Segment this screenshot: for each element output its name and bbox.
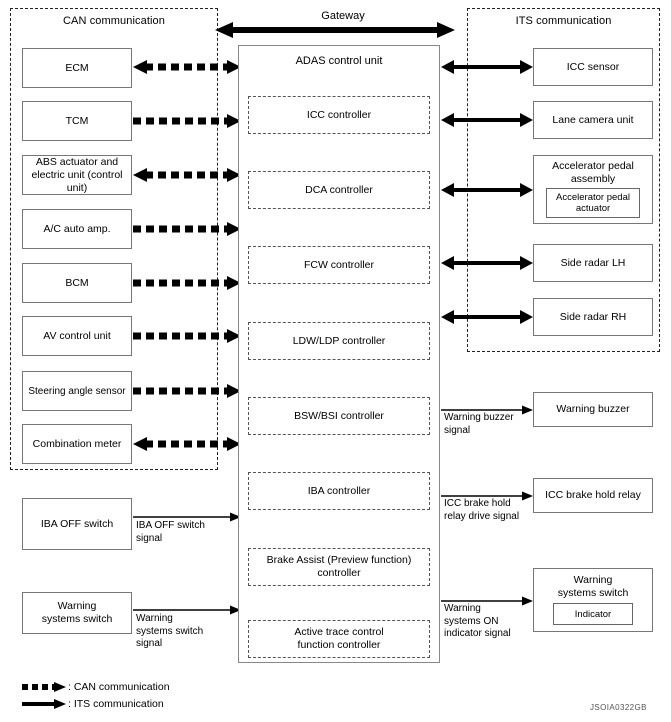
can-to-adas-arrow — [133, 329, 241, 343]
can-unit-box[interactable]: TCM — [22, 101, 132, 141]
output-unit-label: Warning buzzer — [556, 403, 630, 415]
can-communication-group: CAN communication — [10, 8, 218, 470]
adas-controller-label: BSW/BSI controller — [294, 409, 384, 422]
can-to-adas-arrow — [133, 384, 241, 398]
can-unit-box[interactable]: ECM — [22, 48, 132, 88]
can-unit-box[interactable]: Combination meter — [22, 424, 132, 464]
adas-controller-label: Active trace control function controller — [294, 626, 384, 651]
output-unit-label: Warning systems switch — [557, 574, 629, 599]
can-unit-box[interactable]: Steering angle sensor — [22, 371, 132, 411]
warning-buzzer-signal-arrow — [441, 405, 533, 415]
can-unit-box[interactable]: A/C auto amp. — [22, 209, 132, 249]
can-unit-label: ECM — [65, 61, 89, 74]
output-unit-box[interactable]: Warning systems switch Indicator — [533, 568, 653, 632]
adas-control-unit-title: ADAS control unit — [295, 55, 383, 67]
adas-controller-block[interactable]: LDW/LDP controller — [248, 322, 430, 360]
adas-controller-label: FCW controller — [303, 258, 374, 271]
iba-off-switch-signal-arrow — [133, 512, 241, 522]
legend-label-can: : CAN communication — [68, 680, 170, 693]
adas-controller-block[interactable]: Active trace control function controller — [248, 620, 430, 658]
its-bidirectional-arrow — [441, 113, 533, 127]
can-bidirectional-arrow — [133, 60, 241, 74]
its-unit-label: Side radar LH — [560, 256, 626, 269]
adas-controller-label: IBA controller — [307, 484, 371, 497]
can-to-adas-arrow — [133, 114, 241, 128]
switch-signal-label: IBA OFF switch signal — [136, 520, 205, 544]
its-unit-box[interactable]: Accelerator pedal assembly Accelerator p… — [533, 155, 653, 224]
its-bidirectional-arrow — [441, 183, 533, 197]
its-communication-group-title: ITS communication — [515, 15, 612, 27]
output-signal-label: Warning buzzer signal — [444, 412, 514, 436]
its-unit-label: Lane camera unit — [552, 113, 634, 126]
icc-brake-hold-relay-drive-signal-arrow — [441, 491, 533, 501]
switch-signal-label: Warning systems switch signal — [136, 613, 204, 649]
adas-controller-label: ICC controller — [306, 108, 372, 121]
its-unit-box[interactable]: Side radar LH — [533, 244, 653, 282]
can-unit-label: TCM — [65, 114, 89, 127]
output-unit-box[interactable]: ICC brake hold relay — [533, 478, 653, 513]
indicator-label: Indicator — [574, 608, 612, 620]
legend-item-its: : ITS communication — [22, 697, 322, 711]
can-unit-box[interactable]: BCM — [22, 263, 132, 303]
indicator-box[interactable]: Indicator — [553, 603, 633, 625]
can-unit-label: Combination meter — [32, 437, 122, 450]
can-unit-label: Steering angle sensor — [28, 385, 126, 397]
adas-controller-block[interactable]: DCA controller — [248, 171, 430, 209]
legend-label-its: : ITS communication — [68, 697, 164, 710]
its-bidirectional-arrow — [441, 256, 533, 270]
its-unit-box[interactable]: Side radar RH — [533, 298, 653, 336]
can-to-adas-arrow — [133, 222, 241, 236]
can-unit-box[interactable]: AV control unit — [22, 316, 132, 356]
its-communication-group: ITS communication — [467, 8, 660, 352]
switch-unit-label: IBA OFF switch — [40, 517, 114, 530]
adas-controller-label: LDW/LDP controller — [292, 334, 386, 347]
can-unit-label: AV control unit — [43, 329, 111, 342]
output-unit-box[interactable]: Warning buzzer — [533, 392, 653, 427]
can-unit-label: ABS actuator and electric unit (control … — [31, 155, 123, 194]
its-unit-label: ICC sensor — [566, 60, 620, 73]
warning-systems-switch-signal-arrow — [133, 605, 241, 615]
can-to-adas-arrow — [133, 276, 241, 290]
adas-controller-block[interactable]: FCW controller — [248, 246, 430, 284]
can-bidirectional-arrow — [133, 168, 241, 182]
adas-controller-block[interactable]: Brake Assist (Preview function) controll… — [248, 548, 430, 586]
gateway-bidirectional-arrow — [215, 22, 455, 38]
can-unit-label: BCM — [65, 276, 89, 289]
legend: : CAN communication : ITS communication — [22, 680, 322, 711]
can-unit-label: A/C auto amp. — [43, 222, 111, 235]
can-bidirectional-arrow — [133, 437, 241, 451]
switch-unit-box[interactable]: IBA OFF switch — [22, 498, 132, 550]
its-unit-label: Accelerator pedal assembly — [552, 160, 634, 185]
its-unit-box[interactable]: ICC sensor — [533, 48, 653, 86]
output-unit-label: ICC brake hold relay — [545, 489, 641, 501]
accelerator-pedal-actuator-label: Accelerator pedal actuator — [556, 192, 630, 214]
can-dashed-arrow-icon — [22, 682, 66, 692]
legend-item-can: : CAN communication — [22, 680, 322, 694]
adas-controller-block[interactable]: BSW/BSI controller — [248, 397, 430, 435]
image-id-label: JSOIA0322GB — [590, 703, 647, 712]
adas-controller-block[interactable]: ICC controller — [248, 96, 430, 134]
output-signal-label: ICC brake hold relay drive signal — [444, 498, 520, 522]
accelerator-pedal-actuator-box[interactable]: Accelerator pedal actuator — [546, 188, 640, 218]
can-unit-box[interactable]: ABS actuator and electric unit (control … — [22, 155, 132, 195]
warning-systems-on-indicator-signal-arrow — [441, 596, 533, 606]
switch-unit-label: Warning systems switch — [41, 600, 113, 625]
its-solid-arrow-icon — [22, 699, 66, 709]
output-signal-label: Warning systems ON indicator signal — [444, 603, 511, 639]
can-communication-group-title: CAN communication — [63, 15, 165, 27]
adas-controller-block[interactable]: IBA controller — [248, 472, 430, 510]
adas-controller-label: Brake Assist (Preview function) controll… — [266, 554, 412, 579]
adas-controller-label: DCA controller — [305, 183, 373, 196]
its-unit-box[interactable]: Lane camera unit — [533, 101, 653, 139]
gateway-label: Gateway — [321, 10, 365, 22]
its-unit-label: Side radar RH — [559, 310, 627, 323]
its-bidirectional-arrow — [441, 310, 533, 324]
switch-unit-box[interactable]: Warning systems switch — [22, 592, 132, 634]
its-bidirectional-arrow — [441, 60, 533, 74]
